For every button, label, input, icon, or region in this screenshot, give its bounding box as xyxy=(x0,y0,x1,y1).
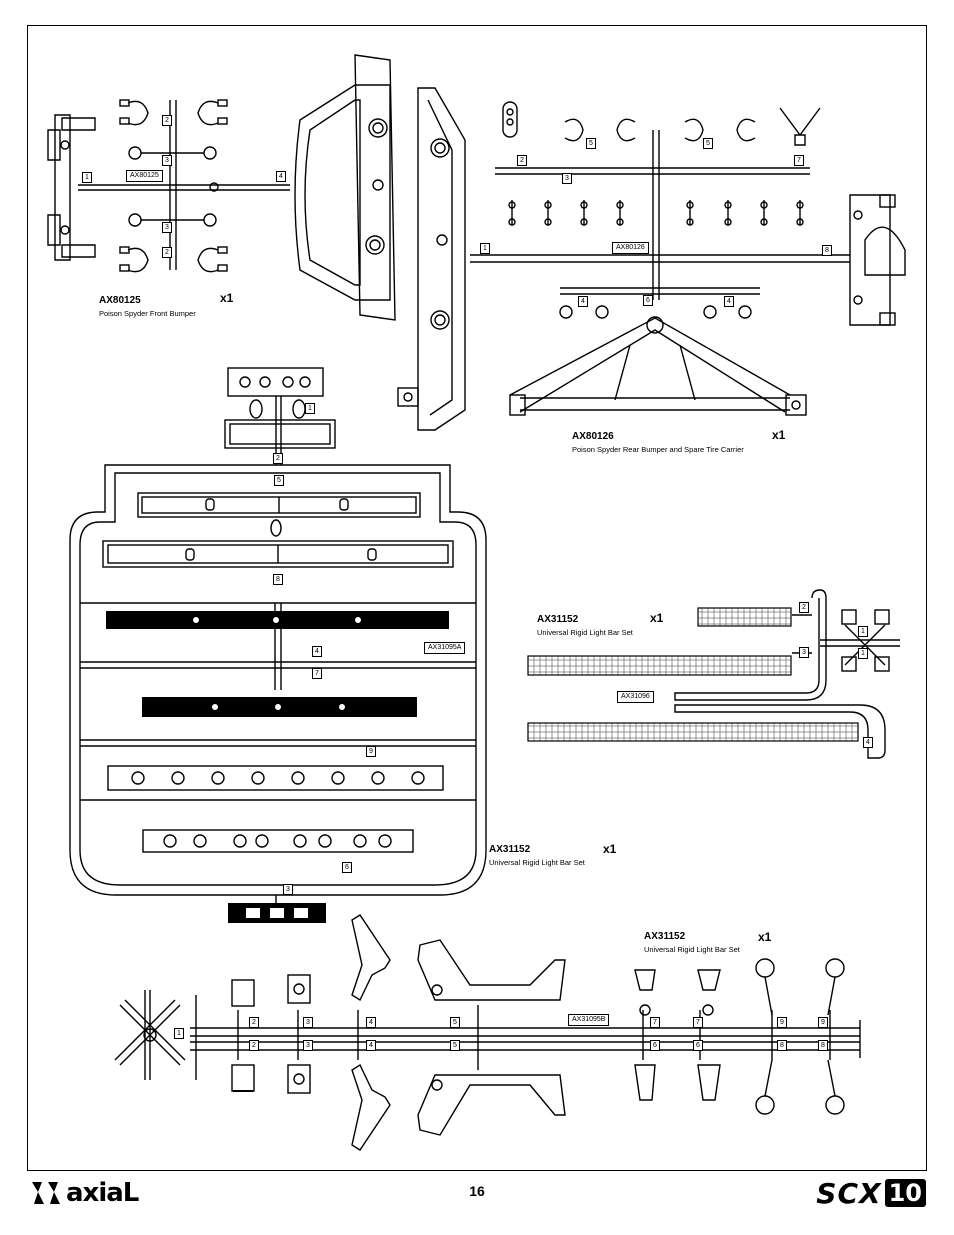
part-number: 2 xyxy=(249,1040,259,1051)
part-number: 3 xyxy=(303,1040,313,1051)
part-number: 5 xyxy=(703,138,713,149)
part-number: 2 xyxy=(273,453,283,464)
axial-logo: axiaL xyxy=(28,1178,139,1208)
part-number: 4 xyxy=(578,296,588,307)
part-number: 8 xyxy=(822,245,832,256)
light-bar-a-label: AX31152 Universal Rigid Light Bar Set xyxy=(537,609,633,637)
page-frame xyxy=(27,25,927,1171)
part-number: 8 xyxy=(777,1040,787,1051)
part-number: 7 xyxy=(794,155,804,166)
part-number: 4 xyxy=(312,646,322,657)
light-bar-a-tree-tag: AX31096 xyxy=(617,691,654,703)
part-number: 8 xyxy=(818,1040,828,1051)
part-number: 1 xyxy=(305,403,315,414)
light-bar-a-qty: x1 xyxy=(650,611,664,625)
part-number: 4 xyxy=(276,171,286,182)
light-bar-b-label: AX31152 Universal Rigid Light Bar Set xyxy=(489,839,585,867)
front-bumper-code: AX80125 xyxy=(99,295,141,306)
rear-bumper-qty: x1 xyxy=(772,428,786,442)
page-number: 16 xyxy=(469,1183,485,1199)
part-number: 6 xyxy=(650,1040,660,1051)
part-number: 2 xyxy=(162,115,172,126)
center-light-bar-tree xyxy=(69,367,487,905)
part-number: 2 xyxy=(249,1017,259,1028)
rear-bumper-label: AX80126 Poison Spyder Rear Bumper and Sp… xyxy=(572,426,744,454)
scx10-logo: SCX 10 xyxy=(816,1176,926,1210)
part-number: 7 xyxy=(650,1017,660,1028)
front-bumper-desc: Poison Spyder Front Bumper xyxy=(99,309,196,318)
part-number: 9 xyxy=(818,1017,828,1028)
light-bar-c-desc: Universal Rigid Light Bar Set xyxy=(644,945,740,954)
front-tree-tag: AX80125 xyxy=(126,170,163,182)
part-number: 8 xyxy=(273,574,283,585)
rear-tree-tag: AX80126 xyxy=(612,242,649,254)
right-light-bar-tree xyxy=(674,589,900,759)
part-number: 3 xyxy=(303,1017,313,1028)
front-bumper-body xyxy=(294,54,396,321)
part-number: 5 xyxy=(274,475,284,486)
part-number: 2 xyxy=(517,155,527,166)
light-bar-b-desc: Universal Rigid Light Bar Set xyxy=(489,858,585,867)
part-number: 3 xyxy=(162,155,172,166)
light-bar-b-code: AX31152 xyxy=(489,844,531,855)
part-number: 1 xyxy=(174,1028,184,1039)
axial-emblem-icon xyxy=(32,1182,60,1204)
part-number: 3 xyxy=(162,222,172,233)
part-number: 6 xyxy=(342,862,352,873)
part-number: 4 xyxy=(863,737,873,748)
part-number: 2 xyxy=(162,247,172,258)
rear-bumper-desc: Poison Spyder Rear Bumper and Spare Tire… xyxy=(572,445,744,454)
rear-bumper-tree xyxy=(470,101,906,416)
light-bar-c-label: AX31152 Universal Rigid Light Bar Set xyxy=(644,926,740,954)
axial-wordmark: axiaL xyxy=(66,1178,139,1208)
part-number: 1 xyxy=(480,243,490,254)
light-bar-a-desc: Universal Rigid Light Bar Set xyxy=(537,628,633,637)
part-number: 9 xyxy=(366,746,376,757)
part-number: 4 xyxy=(366,1017,376,1028)
rear-bumper-code: AX80126 xyxy=(572,431,614,442)
part-number: 5 xyxy=(450,1040,460,1051)
light-bar-c-qty: x1 xyxy=(758,930,772,944)
bottom-tree xyxy=(114,914,861,1151)
part-number: 1 xyxy=(858,648,868,659)
front-bumper-tree xyxy=(47,99,290,273)
part-number: 5 xyxy=(450,1017,460,1028)
scx-badge: 10 xyxy=(884,1179,926,1207)
part-number: 1 xyxy=(858,626,868,637)
part-number: 6 xyxy=(693,1040,703,1051)
part-number: 3 xyxy=(283,884,293,895)
light-bar-a-code: AX31152 xyxy=(537,614,579,625)
scx-wordmark: SCX xyxy=(816,1176,882,1210)
part-number: 6 xyxy=(643,295,653,306)
part-number: 7 xyxy=(693,1017,703,1028)
part-number: 9 xyxy=(777,1017,787,1028)
part-number: 1 xyxy=(82,172,92,183)
rear-bumper-upright xyxy=(397,87,466,431)
part-number: 3 xyxy=(562,173,572,184)
part-number: 2 xyxy=(799,602,809,613)
part-number: 3 xyxy=(799,647,809,658)
part-number: 5 xyxy=(586,138,596,149)
part-number: 7 xyxy=(312,668,322,679)
front-bumper-qty: x1 xyxy=(220,291,234,305)
part-number: 4 xyxy=(724,296,734,307)
light-bar-c-code: AX31152 xyxy=(644,931,686,942)
part-number: 4 xyxy=(366,1040,376,1051)
front-bumper-label: AX80125 Poison Spyder Front Bumper xyxy=(99,290,196,318)
light-bar-b-tree-tag: AX31095A xyxy=(424,642,466,654)
light-bar-c-tree-tag: AX31095B xyxy=(568,1014,610,1026)
light-bar-b-qty: x1 xyxy=(603,842,617,856)
